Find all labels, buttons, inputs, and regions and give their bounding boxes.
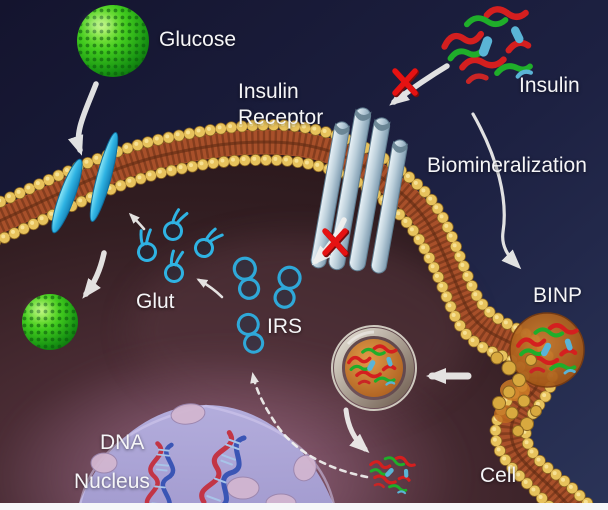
arrow-irs-to-glut-icon bbox=[196, 278, 224, 299]
label-insulin-receptor-line1: Insulin bbox=[238, 80, 299, 103]
glut-channel-icon bbox=[51, 132, 119, 234]
endosome-icon bbox=[331, 325, 417, 411]
glucose-sphere-internal-icon bbox=[22, 294, 78, 350]
glucose-sphere-icon bbox=[77, 5, 149, 77]
arrow-biomineralization-icon bbox=[471, 112, 522, 270]
label-biomineralization: Biomineralization bbox=[427, 154, 587, 177]
binp-nanoparticle-icon bbox=[509, 312, 585, 388]
arrow-insulin-to-receptor-icon bbox=[389, 63, 450, 106]
label-glucose: Glucose bbox=[159, 28, 237, 51]
nucleus-body bbox=[76, 403, 336, 510]
arrow-glut-to-membrane-icon bbox=[128, 212, 146, 231]
label-dna: DNA bbox=[100, 431, 145, 454]
label-insulin: Insulin bbox=[519, 74, 580, 97]
dashed-arrow-insulin-to-irs-icon bbox=[250, 372, 369, 479]
arrow-endosome-release-icon bbox=[343, 407, 370, 454]
label-binp: BINP bbox=[533, 284, 583, 307]
label-insulin-receptor: Insulin Receptor bbox=[238, 79, 323, 131]
membrane-invagination-cluster bbox=[490, 351, 542, 437]
figure-bottom-margin bbox=[0, 503, 608, 510]
label-irs: IRS bbox=[267, 315, 303, 338]
label-nucleus: Nucleus bbox=[74, 470, 150, 493]
arrow-glucose-uptake-icon bbox=[82, 250, 107, 299]
label-insulin-receptor-line2: Receptor bbox=[238, 106, 324, 129]
label-glut: Glut bbox=[136, 290, 175, 313]
arrow-glucose-to-channel-icon bbox=[67, 81, 99, 156]
label-cell: Cell bbox=[480, 464, 517, 487]
